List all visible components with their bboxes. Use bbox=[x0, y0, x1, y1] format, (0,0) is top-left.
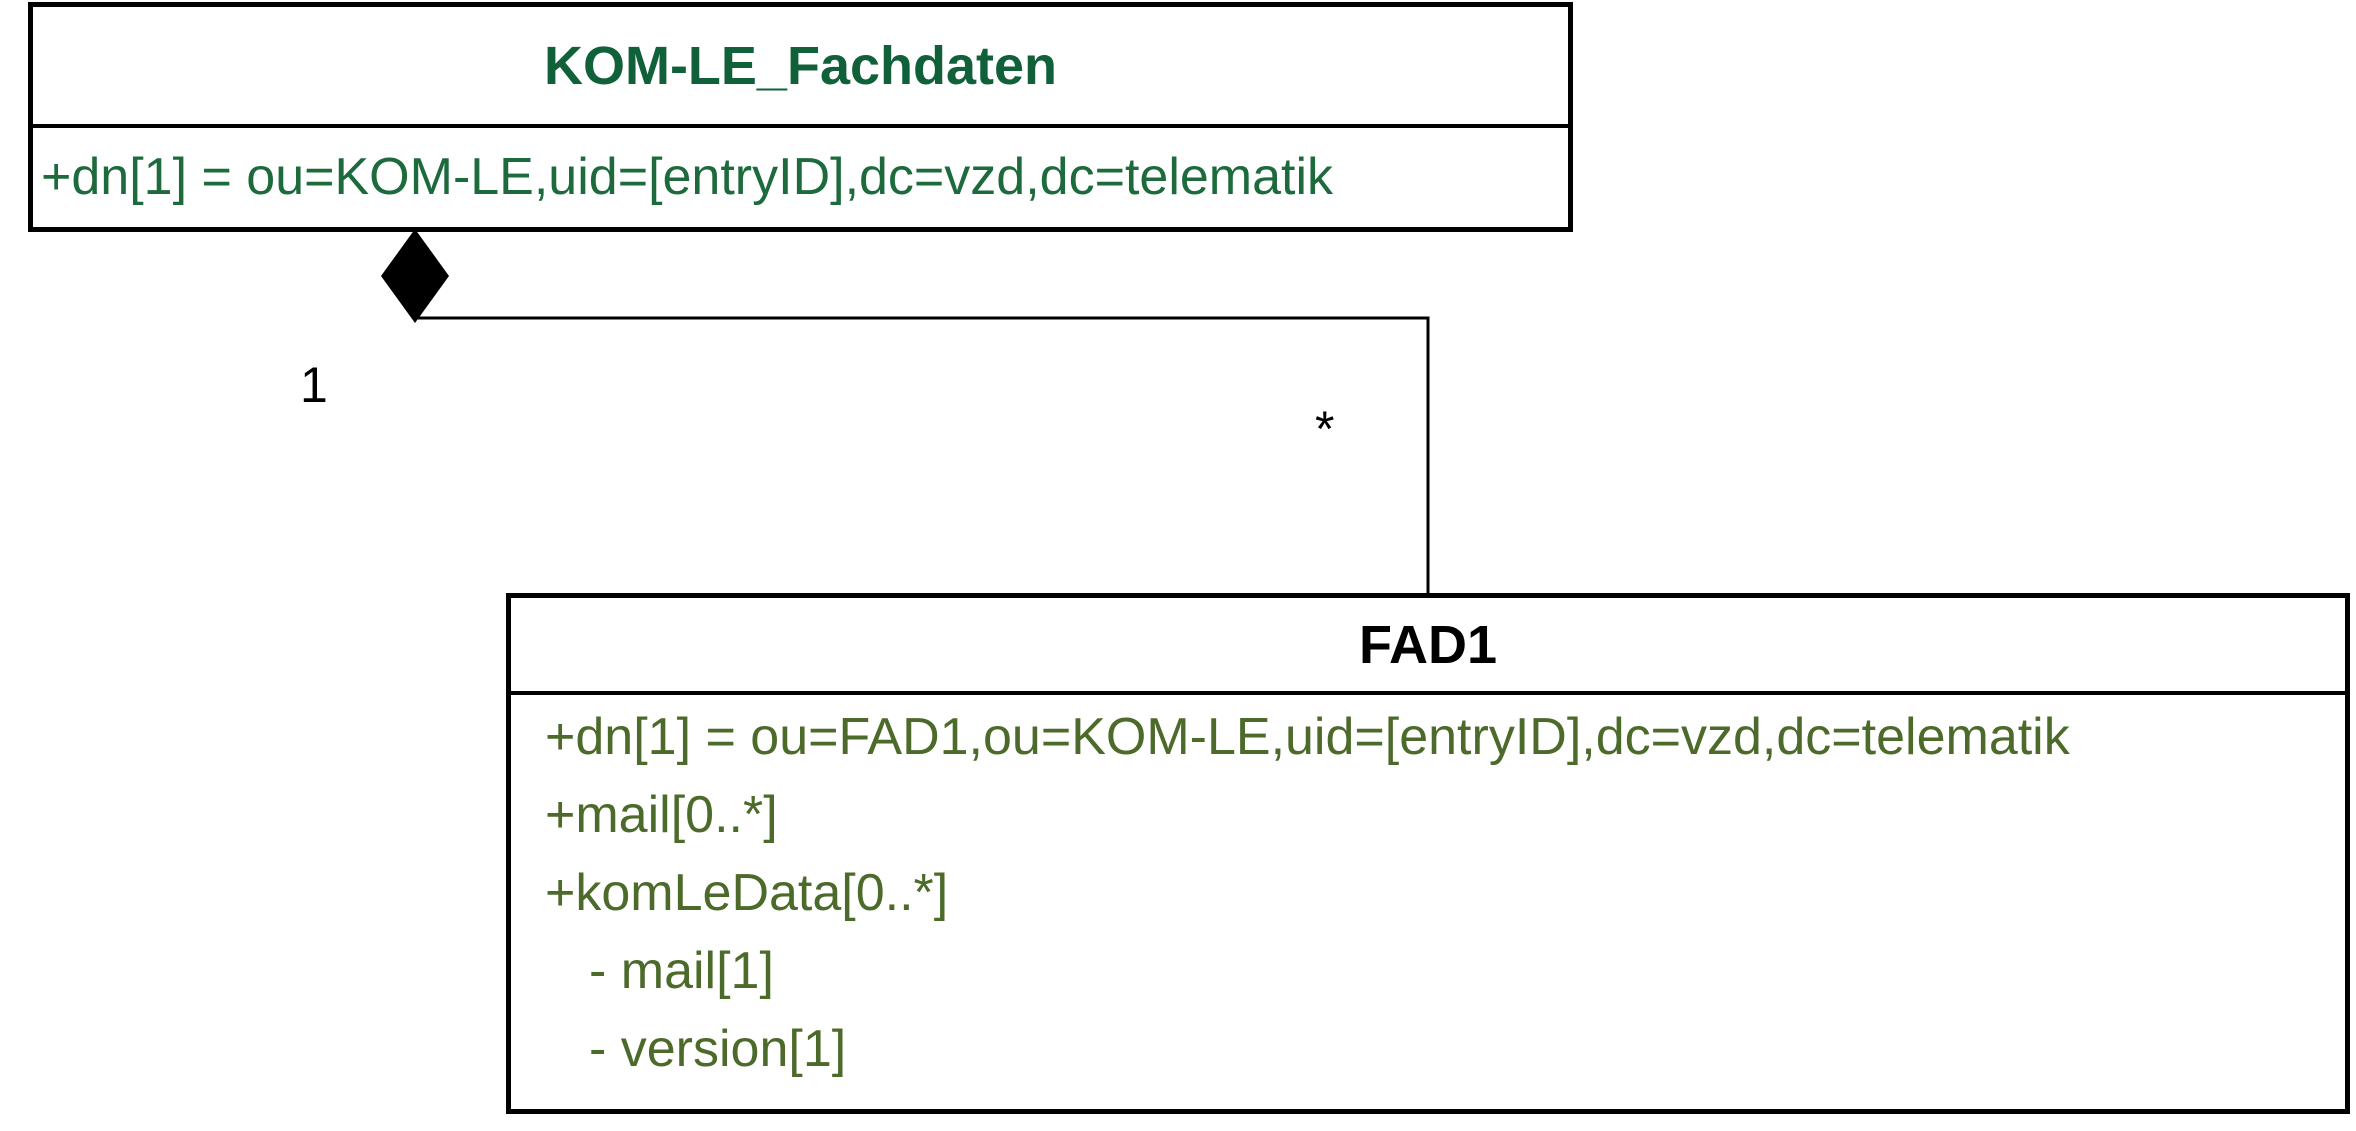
association-line bbox=[415, 316, 1430, 596]
attribute-mail: +mail[0..*] bbox=[545, 786, 778, 844]
class-name: KOM-LE_Fachdaten bbox=[33, 7, 1568, 128]
source-multiplicity: 1 bbox=[300, 357, 328, 413]
attribute-dn: +dn[1] = ou=FAD1,ou=KOM-LE,uid=[entryID]… bbox=[545, 708, 2070, 766]
attribute-komledata-version: - version[1] bbox=[589, 1020, 847, 1078]
composition-diamond-icon bbox=[381, 229, 449, 323]
attribute-list: +dn[1] = ou=FAD1,ou=KOM-LE,uid=[entryID]… bbox=[511, 695, 2345, 1088]
class-kom-le-fachdaten[interactable]: KOM-LE_Fachdaten +dn[1] = ou=KOM-LE,uid=… bbox=[28, 2, 1573, 232]
attribute-komledata: +komLeData[0..*] bbox=[545, 864, 949, 922]
attribute-list: +dn[1] = ou=KOM-LE,uid=[entryID],dc=vzd,… bbox=[33, 128, 1568, 227]
class-fad1[interactable]: FAD1 +dn[1] = ou=FAD1,ou=KOM-LE,uid=[ent… bbox=[506, 593, 2350, 1114]
attribute-dn: +dn[1] = ou=KOM-LE,uid=[entryID],dc=vzd,… bbox=[41, 148, 1334, 206]
class-name: FAD1 bbox=[511, 598, 2345, 695]
attribute-komledata-mail: - mail[1] bbox=[589, 942, 774, 1000]
target-multiplicity: * bbox=[1315, 401, 1335, 457]
